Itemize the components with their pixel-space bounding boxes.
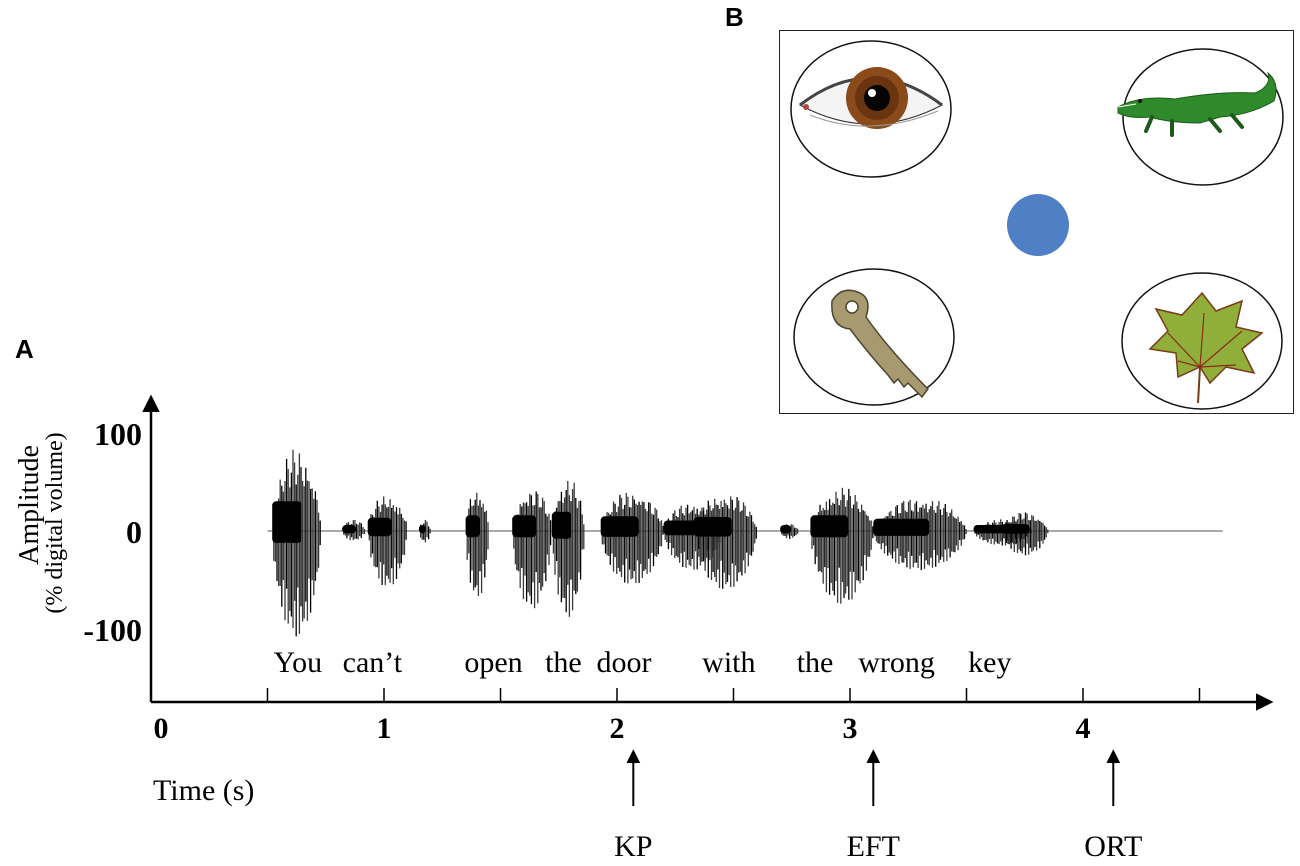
waveform-segment	[465, 492, 489, 597]
event-label: ORT	[1084, 830, 1142, 863]
sentence-word: the	[545, 646, 582, 679]
waveform-segment	[600, 492, 664, 584]
waveform-segment	[418, 519, 431, 543]
waveform-segment	[693, 496, 757, 589]
sentence-word: the	[797, 646, 834, 679]
y-axis-title: Amplitude	[14, 445, 45, 565]
x-axis-title: Time (s)	[153, 774, 254, 807]
waveform-segment	[873, 499, 967, 571]
stimulus-display-svg	[790, 40, 1284, 410]
waveform-segment	[272, 449, 321, 637]
sentence-word: wrong	[858, 646, 935, 679]
event-label: EFT	[847, 830, 900, 863]
waveform-segment	[810, 487, 874, 604]
y-tick-label: 100	[94, 416, 142, 452]
sentence-word: You	[273, 646, 322, 679]
alligator-image	[1117, 48, 1284, 186]
eye-image	[790, 40, 952, 178]
sentence-word: open	[464, 646, 522, 679]
stimulus-display	[779, 30, 1294, 414]
x-tick-label: 1	[377, 712, 392, 745]
x-tick-label: 4	[1076, 712, 1091, 745]
waveform-segment	[342, 520, 366, 541]
y-tick-label: -100	[83, 612, 142, 648]
x-tick-label: 0	[154, 712, 169, 745]
key-image	[793, 268, 955, 406]
y-tick-label: 0	[126, 514, 142, 550]
leaf-image	[1121, 272, 1283, 410]
x-tick-label: 3	[843, 712, 858, 745]
panel-b-label: B	[725, 2, 744, 32]
event-label: KP	[614, 830, 652, 863]
waveform-segment	[1001, 512, 1049, 556]
waveform-segment	[512, 491, 552, 609]
waveform-segment	[973, 519, 1032, 546]
sentence-word: door	[596, 646, 651, 679]
sentence-word: key	[968, 646, 1011, 679]
y-axis-subtitle: (% digital volume)	[42, 432, 68, 613]
x-tick-label: 2	[610, 712, 625, 745]
waveform-segment	[780, 524, 799, 539]
waveform-segment	[551, 481, 585, 617]
fixation-dot	[1007, 194, 1069, 256]
waveform-segment	[663, 504, 722, 570]
sentence-word: with	[702, 646, 755, 679]
waveform-segment	[367, 496, 407, 585]
sentence-word: can’t	[343, 646, 403, 679]
panel-a-label: A	[15, 334, 34, 364]
